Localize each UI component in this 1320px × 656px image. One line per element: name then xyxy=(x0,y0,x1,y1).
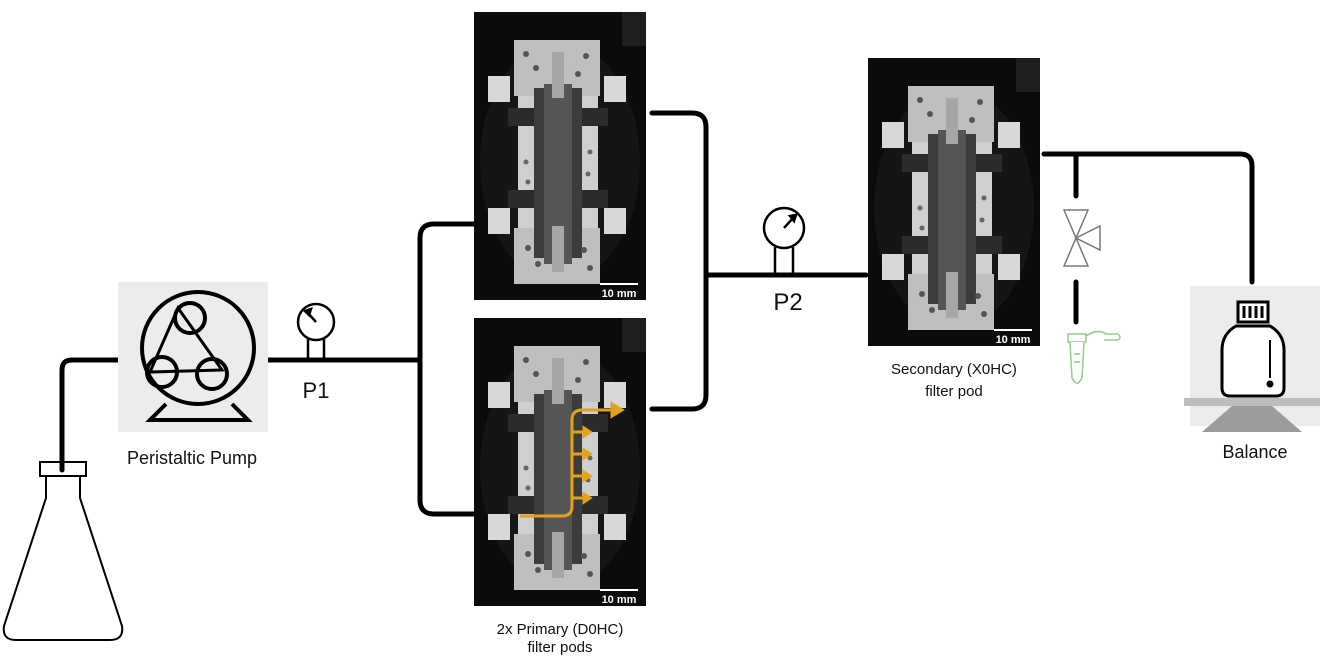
primary-pods-label-line1: 2x Primary (D0HC) xyxy=(497,621,624,638)
scale-bar-label: 10 mm xyxy=(602,288,637,300)
valve-icon xyxy=(1064,210,1100,266)
scale-bar-label: 10 mm xyxy=(602,594,637,606)
primary-pods-label-line2: filter pods xyxy=(527,639,592,656)
secondary-filter-pod: 10 mm xyxy=(868,58,1040,346)
primary-filter-pod-top: 10 mm xyxy=(474,12,646,300)
pressure-gauge-icon xyxy=(764,208,804,273)
secondary-pod-label-line1: Secondary (X0HC) xyxy=(891,361,1017,378)
gauge-p1-label: P1 xyxy=(303,378,330,403)
flask-icon xyxy=(4,462,123,640)
peristaltic-pump-icon xyxy=(118,282,268,432)
secondary-pod-label-line2: filter pod xyxy=(925,383,983,400)
scale-bar-label: 10 mm xyxy=(996,334,1031,346)
sample-tube-icon xyxy=(1068,331,1120,383)
pressure-gauge-icon xyxy=(298,304,334,358)
gauge-p2-label: P2 xyxy=(773,289,802,316)
balance-label: Balance xyxy=(1222,442,1287,462)
tube-merge-manifold xyxy=(652,113,706,409)
primary-filter-pod-bottom: 10 mm xyxy=(474,318,646,606)
tube-split-manifold xyxy=(420,224,474,514)
pump-label: Peristaltic Pump xyxy=(127,448,257,468)
